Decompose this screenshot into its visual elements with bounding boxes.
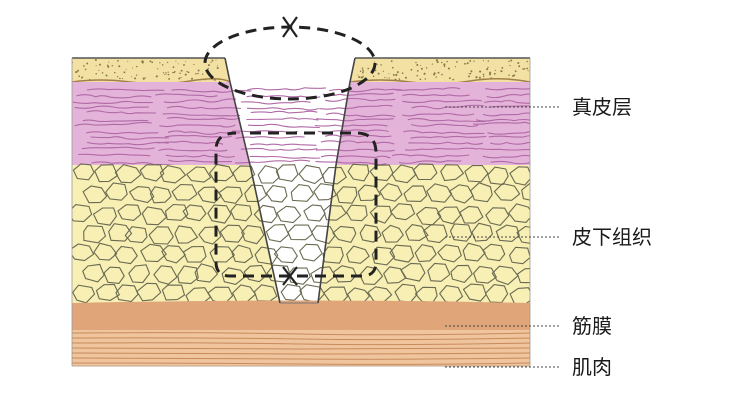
muscle-layer xyxy=(72,330,530,367)
suture-superficial-loop xyxy=(203,16,377,101)
knot-icon xyxy=(282,16,298,38)
label-fascia: 筋膜 xyxy=(572,314,612,338)
label-subcutaneous: 皮下组织 xyxy=(572,225,652,249)
dermis-layer xyxy=(72,82,530,166)
epidermis-layer xyxy=(71,57,531,85)
label-dermis: 真皮层 xyxy=(572,95,632,119)
label-muscle: 肌肉 xyxy=(572,355,612,379)
knot-icon xyxy=(282,266,298,286)
suture-deep-loop xyxy=(214,131,378,286)
subcutaneous-layer xyxy=(72,163,530,306)
fascia-layer xyxy=(72,300,530,330)
wound-edges xyxy=(71,57,531,366)
leader-lines xyxy=(445,106,560,368)
